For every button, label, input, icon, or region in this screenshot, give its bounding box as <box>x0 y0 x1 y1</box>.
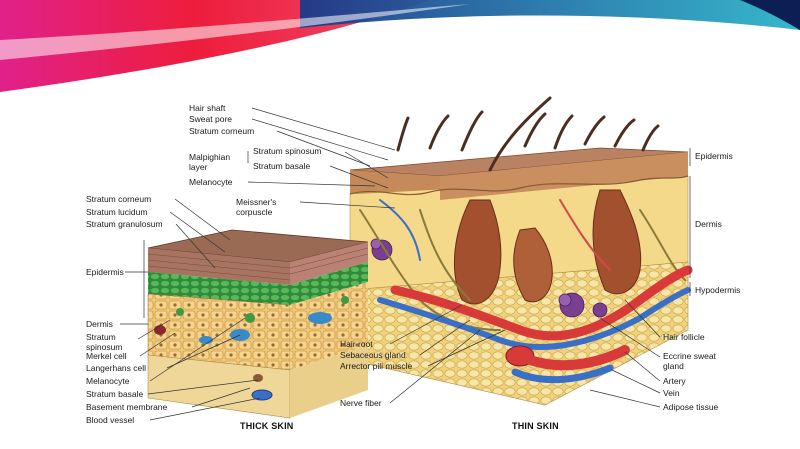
label-hair-root: Hair root <box>340 339 373 349</box>
hair-follicles <box>453 189 642 305</box>
label-stratum-lucidum: Stratum lucidum <box>86 207 148 217</box>
sweat-glands <box>370 238 608 318</box>
label-hypodermis: Hypodermis <box>695 285 741 295</box>
label-arrector-pili-muscle: Arrector pili muscle <box>340 361 413 371</box>
label-eccrine-sweat-gland: Eccrine sweat gland <box>663 351 716 371</box>
label-hair-shaft: Hair shaft <box>189 103 226 113</box>
label-nerve-fiber: Nerve fiber <box>340 398 382 408</box>
hair-shafts <box>396 96 660 172</box>
label-melanocyte-thin: Melanocyte <box>189 177 233 187</box>
caption-thin-skin: THIN SKIN <box>512 421 559 431</box>
slide-banner <box>0 0 800 92</box>
label-vein: Vein <box>663 388 680 398</box>
label-hair-follicle: Hair follicle <box>663 332 705 342</box>
banner-white-streak <box>0 4 470 60</box>
label-langerhans-cell: Langerhans cell <box>86 363 147 373</box>
thick-skin-block <box>147 229 369 419</box>
leader-lines <box>120 107 691 421</box>
label-stratum-corneum-thin: Stratum corneum <box>189 126 255 136</box>
label-stratum-corneum-thick: Stratum corneum <box>86 194 152 204</box>
label-sebaceous-gland: Sebaceous gland <box>340 350 406 360</box>
label-blood-vessel: Blood vessel <box>86 415 135 425</box>
label-basement-membrane: Basement membrane <box>86 402 168 412</box>
vein-vessel <box>377 287 691 350</box>
label-adipose-tissue: Adipose tissue <box>663 402 719 412</box>
label-stratum-basale-thick: Stratum basale <box>86 389 144 399</box>
label-stratum-granulosum: Stratum granulosum <box>86 219 163 229</box>
label-meissners-corpuscle: Meissner's corpuscle <box>236 197 277 217</box>
thick-skin-cells-highlight <box>154 296 349 344</box>
thin-skin-block <box>349 96 693 406</box>
label-artery: Artery <box>663 376 686 386</box>
label-sweat-pore: Sweat pore <box>189 114 232 124</box>
label-epidermis-thick: Epidermis <box>86 267 124 277</box>
artery-vessel <box>390 265 693 341</box>
label-melanocyte-thick: Melanocyte <box>86 376 130 386</box>
label-stratum-spinosum-thin: Stratum spinosum <box>253 146 322 156</box>
artery-and-vein <box>377 265 693 384</box>
label-malpighian-layer: Malpighian layer <box>189 152 231 172</box>
label-stratum-basale-thin: Stratum basale <box>253 161 311 171</box>
caption-thick-skin: THICK SKIN <box>240 421 294 431</box>
banner-blue-swoosh <box>300 0 800 30</box>
label-dermis-thin: Dermis <box>695 219 722 229</box>
label-dermis-thick: Dermis <box>86 319 113 329</box>
label-merkel-cell: Merkel cell <box>86 351 127 361</box>
label-stratum-spinosum-thick: Stratum spinosum <box>86 332 123 352</box>
label-epidermis-thin: Epidermis <box>695 151 733 161</box>
banner-dark-edge <box>740 0 800 30</box>
